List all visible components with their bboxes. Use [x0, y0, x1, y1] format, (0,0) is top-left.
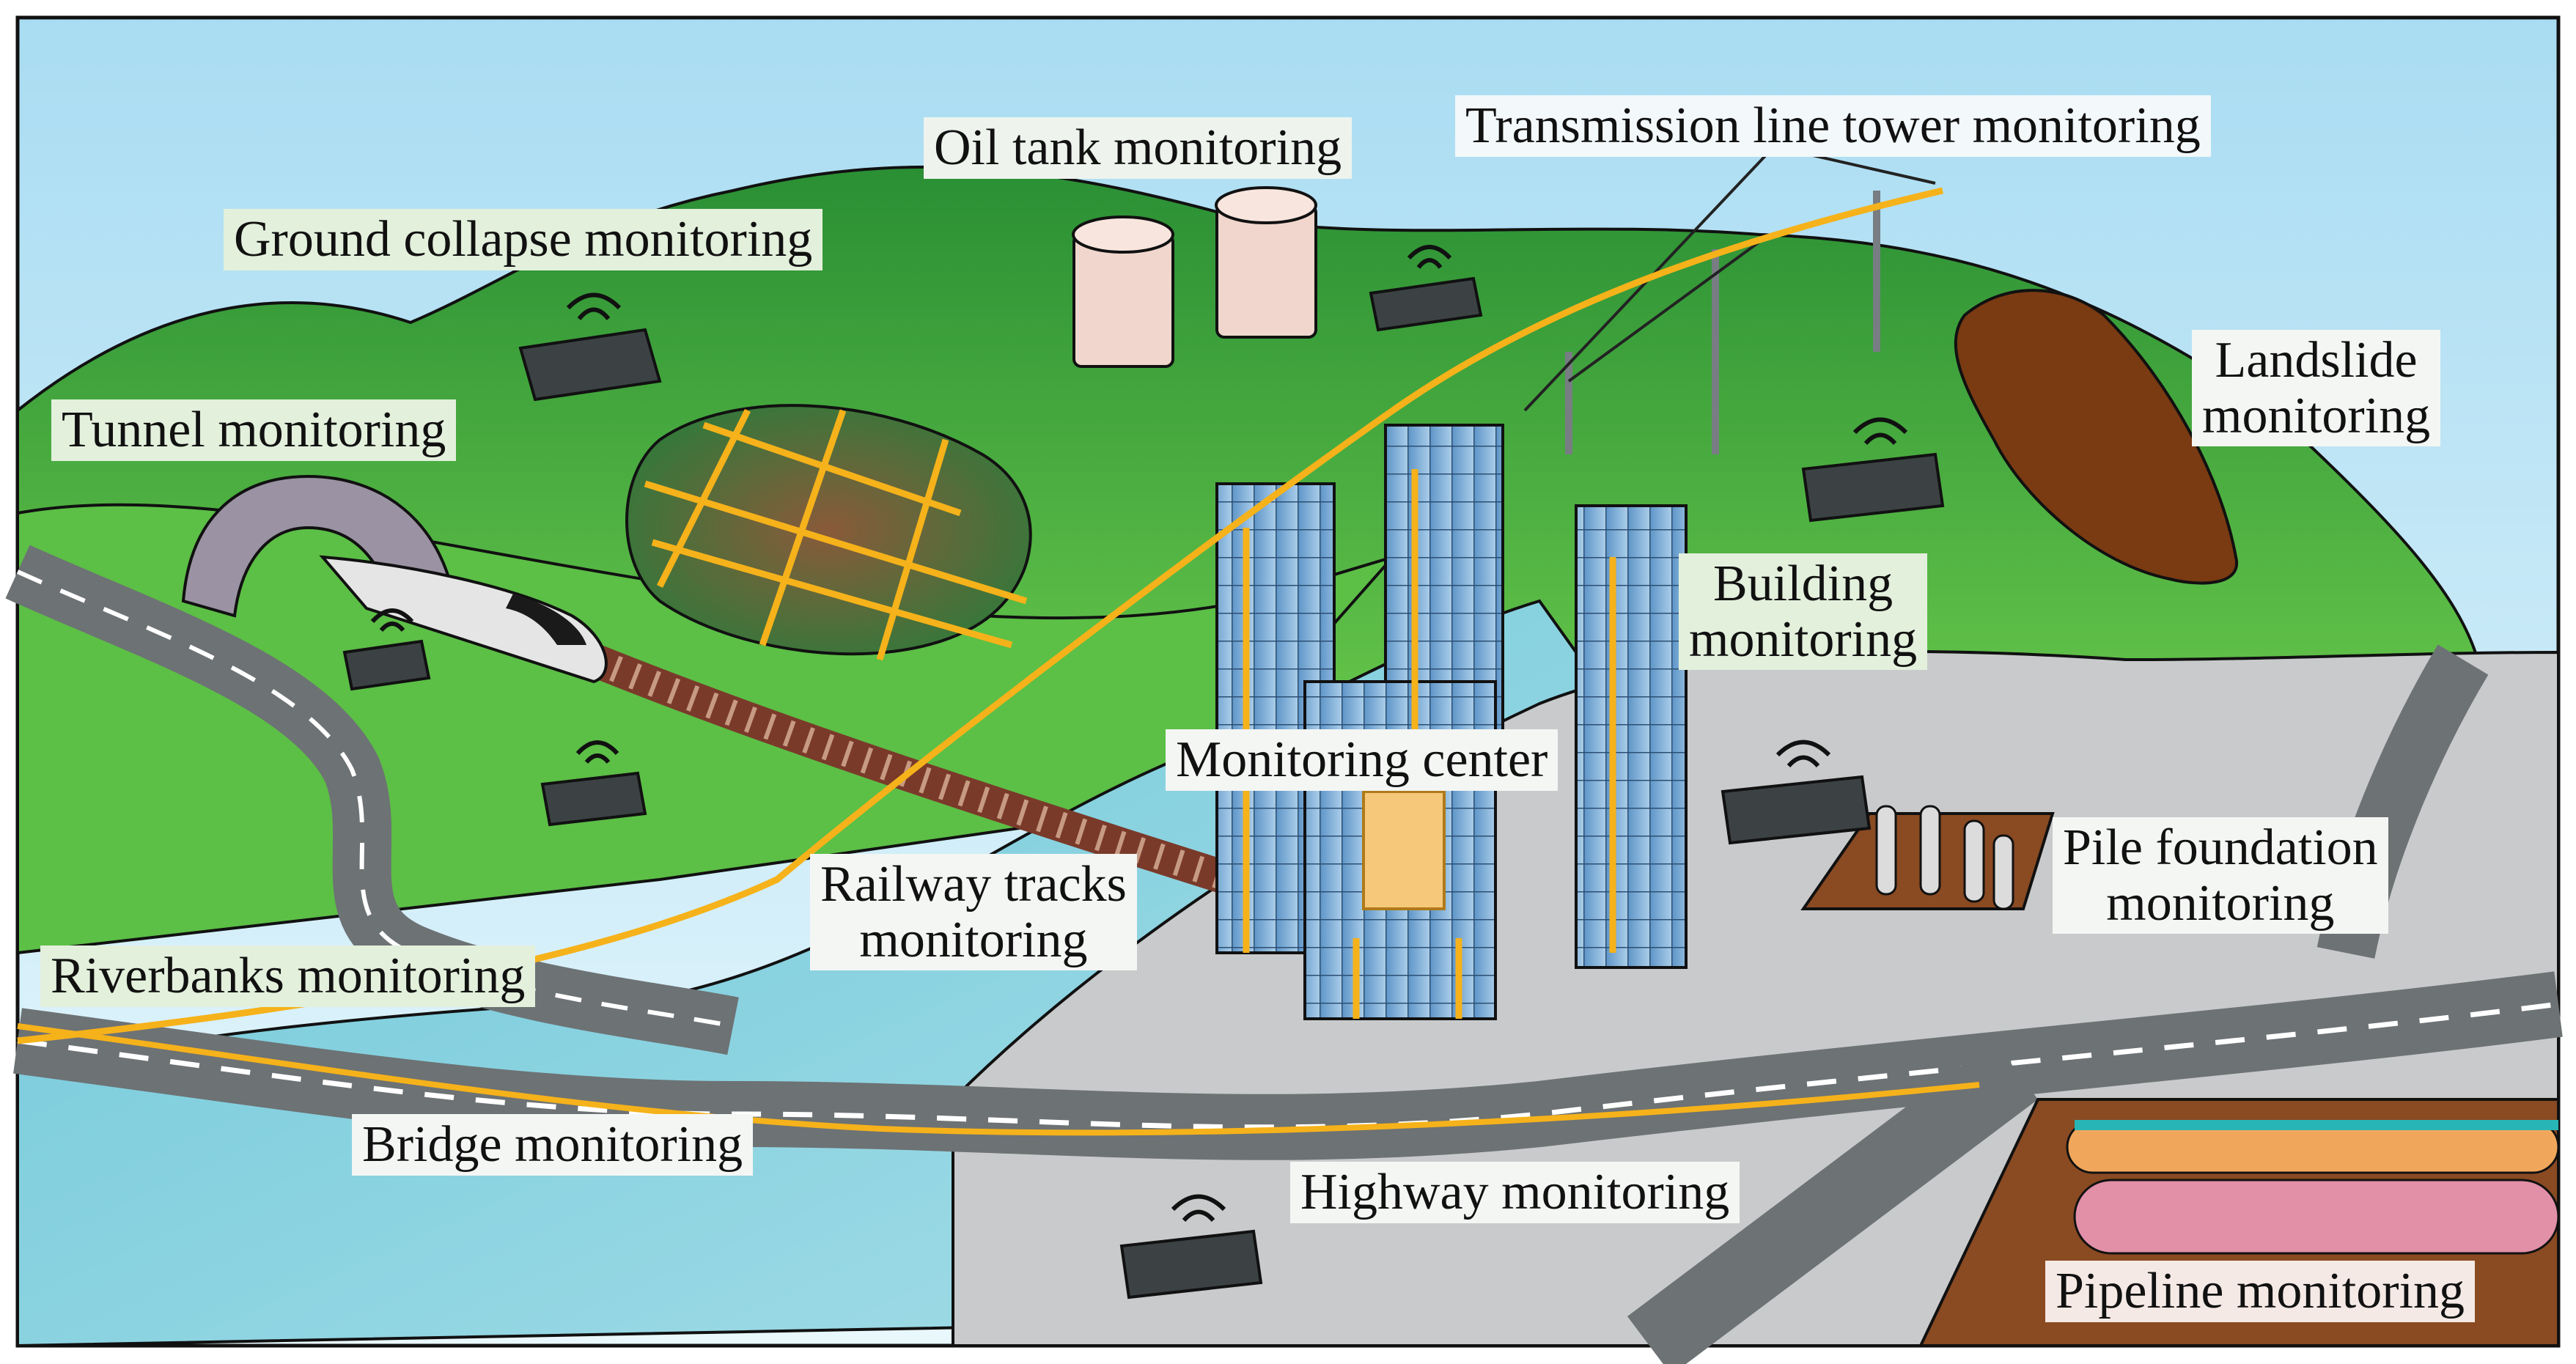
railway-sleepers	[552, 633, 1236, 893]
label-monitoring-center: Monitoring center	[1166, 729, 1559, 791]
switch-icon	[342, 276, 1945, 1300]
train-window	[506, 594, 586, 645]
highway-center-line	[17, 1001, 2559, 1130]
road-bottom	[1627, 1041, 2039, 1364]
landslide-area	[1954, 289, 2239, 585]
label-ground-collapse: Ground collapse monitoring	[224, 209, 823, 270]
label-landslide-line1: Landslide	[2215, 332, 2418, 388]
label-railway-line1: Railway tracks	[820, 856, 1127, 913]
label-pile-line2: monitoring	[2106, 874, 2335, 932]
label-pipeline: Pipeline monitoring	[2045, 1261, 2476, 1322]
label-pile-line1: Pile foundation	[2063, 819, 2378, 876]
tower-icon	[1565, 191, 1880, 454]
wifi-icon	[370, 245, 1908, 1223]
label-building-line2: monitoring	[1689, 611, 1918, 668]
label-transmission: Transmission line tower monitoring	[1455, 95, 2211, 157]
collapse-fiber-grid	[644, 408, 1028, 661]
label-riverbanks: Riverbanks monitoring	[40, 945, 536, 1007]
label-pile-foundation: Pile foundation monitoring	[2053, 817, 2388, 934]
oil-tank-icon	[1072, 186, 1317, 368]
label-highway: Highway monitoring	[1290, 1162, 1740, 1223]
pipe-2	[2073, 1179, 2560, 1255]
pile-columns	[1875, 805, 2014, 910]
label-building-line1: Building	[1713, 556, 1894, 612]
label-landslide-line2: monitoring	[2202, 387, 2431, 444]
label-railway-line2: monitoring	[859, 911, 1088, 968]
label-oil-tank: Oil tank monitoring	[924, 117, 1353, 179]
fiber-highway	[17, 1023, 1980, 1136]
label-tunnel: Tunnel monitoring	[51, 399, 457, 461]
label-railway: Railway tracks monitoring	[810, 854, 1137, 971]
train-icon	[319, 555, 608, 684]
label-bridge: Bridge monitoring	[352, 1114, 754, 1176]
label-building: Building monitoring	[1679, 553, 1928, 671]
road-left-center-line	[16, 569, 734, 1028]
label-landslide: Landslide monitoring	[2192, 330, 2441, 447]
